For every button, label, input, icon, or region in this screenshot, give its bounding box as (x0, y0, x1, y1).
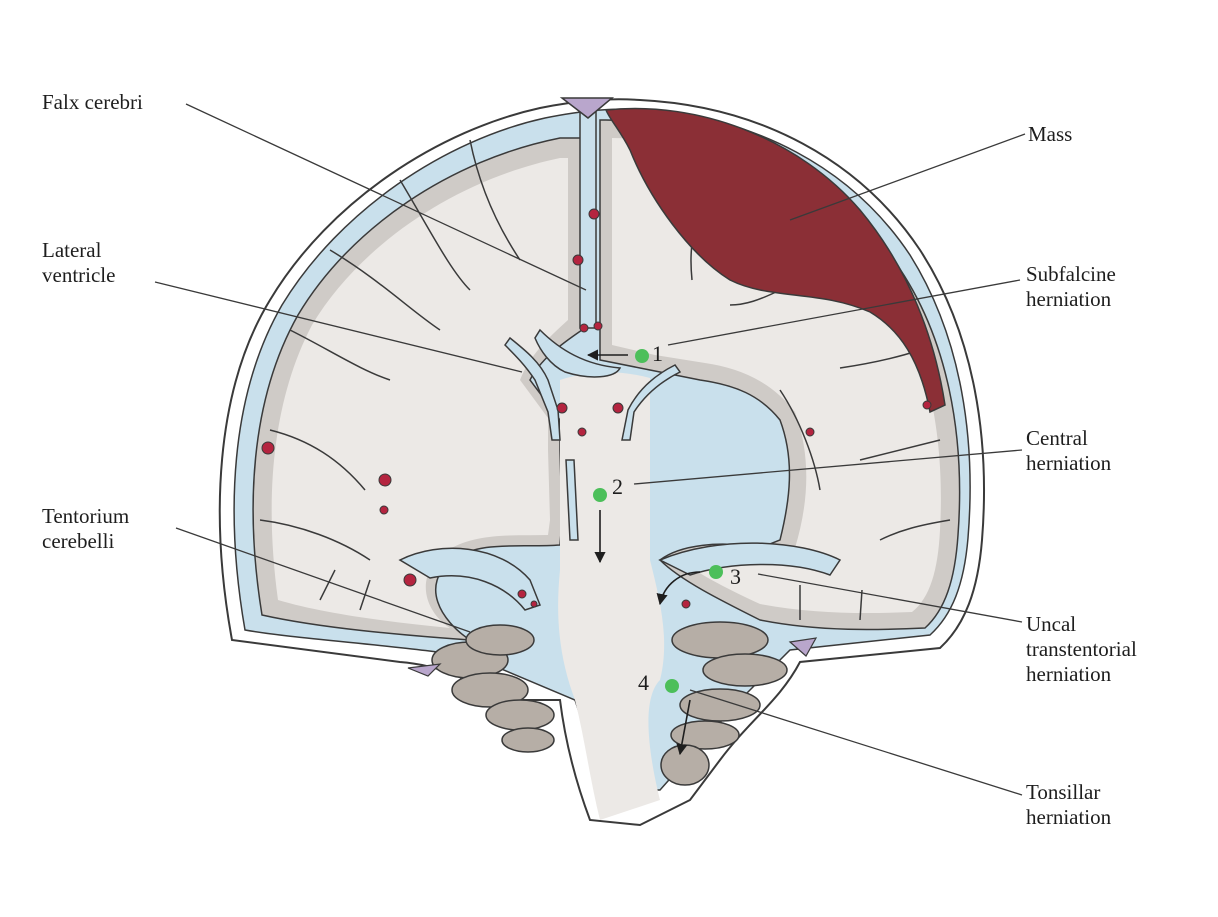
label-text: herniation (1026, 662, 1112, 686)
herniation-arrows (586, 349, 701, 756)
label-text: Tentorium (42, 504, 130, 528)
marker-number-3: 3 (730, 564, 741, 589)
label-tentorium-cerebelli: Tentorium cerebelli (42, 504, 129, 554)
label-text: ventricle (42, 263, 116, 287)
arrow (676, 699, 691, 756)
leader-lines (154, 103, 1026, 796)
label-text: Falx cerebri (42, 90, 143, 114)
mass (604, 107, 946, 414)
arrow (656, 571, 701, 606)
label-falx-cerebri: Falx cerebri (42, 90, 143, 115)
marker-number-4: 4 (638, 670, 649, 695)
tentorium-left (398, 547, 541, 611)
marker-number-2: 2 (612, 474, 623, 499)
lateral-ventricle-left (504, 336, 561, 441)
label-text: Uncal (1026, 612, 1077, 636)
label-text: Mass (1028, 122, 1073, 146)
label-uncal-herniation: Uncal transtentorial herniation (1026, 612, 1137, 687)
label-lateral-ventricle: Lateral ventricle (42, 238, 115, 288)
marker-dot (665, 679, 679, 693)
marker-number-1: 1 (652, 341, 663, 366)
lateral-ventricle-right (621, 364, 682, 441)
label-text: transtentorial (1026, 637, 1137, 661)
transverse-sinus-left (407, 663, 442, 677)
label-text: cerebelli (42, 529, 115, 553)
vessels (261, 208, 932, 609)
corpus-callosum-curve (534, 328, 622, 378)
superior-sagittal-sinus (559, 97, 615, 119)
label-text: Subfalcine (1026, 262, 1116, 286)
tentorium-right (658, 542, 842, 576)
label-text: Lateral (42, 238, 102, 262)
label-text: herniation (1026, 287, 1112, 311)
marker-dot (635, 349, 649, 363)
cerebellum-right (660, 621, 788, 786)
label-tonsillar-herniation: Tonsillar herniation (1026, 780, 1111, 830)
left-sulci (259, 139, 521, 611)
cerebellum-left (431, 624, 555, 753)
markers (593, 349, 723, 693)
label-text: Tonsillar (1026, 780, 1101, 804)
label-text: herniation (1026, 805, 1112, 829)
marker-dot (709, 565, 723, 579)
label-central-herniation: Central herniation (1026, 426, 1111, 476)
label-mass: Mass (1028, 122, 1072, 147)
falx-cerebri (579, 111, 597, 329)
third-ventricle (565, 459, 579, 541)
transverse-sinus-right (788, 637, 818, 657)
marker-dot (593, 488, 607, 502)
label-text: herniation (1026, 451, 1112, 475)
left-hemisphere-white (271, 158, 568, 628)
label-text: Central (1026, 426, 1088, 450)
label-subfalcine-herniation: Subfalcine herniation (1026, 262, 1116, 312)
